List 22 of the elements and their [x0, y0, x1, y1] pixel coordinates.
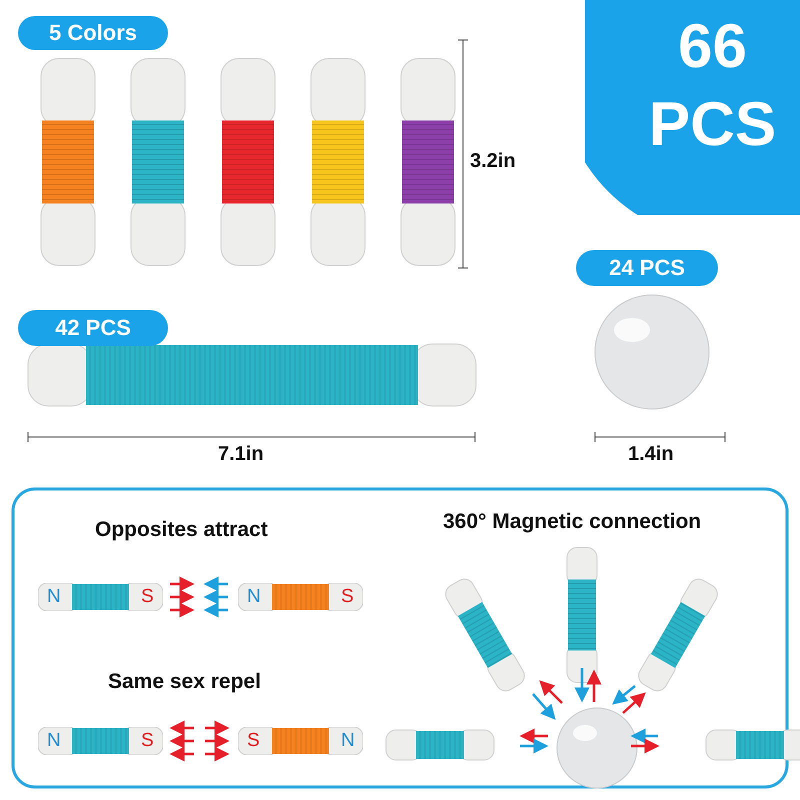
pole-letter: N — [247, 586, 261, 608]
pole-letter: S — [247, 730, 260, 752]
count-badge: 24 PCS — [576, 250, 718, 286]
magnet-tube — [238, 583, 363, 611]
section-heading: Same sex repel — [108, 670, 261, 694]
count-badge: 42 PCS — [18, 310, 168, 346]
magnet-tube — [38, 727, 163, 755]
pole-letter: S — [141, 730, 154, 752]
pole-letter: N — [47, 730, 61, 752]
section-heading: Opposites attract — [95, 518, 268, 542]
magnet-tube — [238, 727, 363, 755]
pole-letter: S — [141, 586, 154, 608]
pole-letter: N — [47, 586, 61, 608]
count-badge: 5 Colors — [18, 16, 168, 50]
pole-letter: N — [341, 730, 355, 752]
count-badge: 66 PCS — [585, 0, 800, 215]
section-heading: 360° Magnetic connection — [443, 510, 702, 534]
dimension-label: 1.4in — [628, 443, 674, 466]
magnet-tube — [38, 583, 163, 611]
dimension-label: 7.1in — [218, 443, 264, 466]
dimension-label: 3.2in — [470, 150, 516, 173]
pole-letter: S — [341, 586, 354, 608]
